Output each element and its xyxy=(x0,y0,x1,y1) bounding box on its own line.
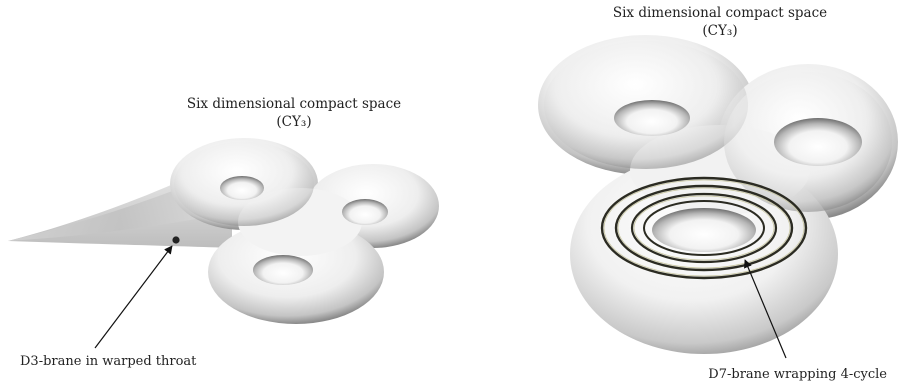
d3-pointer-arrow xyxy=(94,245,173,349)
left-hole-bottom xyxy=(253,255,313,285)
right-hole-top xyxy=(614,100,690,136)
right-hole-center xyxy=(652,208,756,252)
left-panel: Six dimensional compact space (CY₃) D3-b… xyxy=(8,96,439,369)
d7-pointer-arrow xyxy=(744,259,787,359)
right-title-line1: Six dimensional compact space xyxy=(613,5,827,21)
right-caption: D7-brane wrapping 4-cycle xyxy=(708,367,887,382)
left-hole-right xyxy=(342,199,388,225)
d7-brane-rings xyxy=(600,176,808,280)
left-title-line1: Six dimensional compact space xyxy=(187,96,401,112)
right-title-line2: (CY₃) xyxy=(702,23,737,39)
left-hole-top xyxy=(220,176,264,200)
right-panel: Six dimensional compact space (CY₃) D7-b… xyxy=(538,5,898,382)
left-title-line2: (CY₃) xyxy=(276,114,311,130)
left-caption: D3-brane in warped throat xyxy=(20,354,197,369)
right-hole-right xyxy=(774,118,862,166)
d3-brane-dot xyxy=(172,236,180,244)
